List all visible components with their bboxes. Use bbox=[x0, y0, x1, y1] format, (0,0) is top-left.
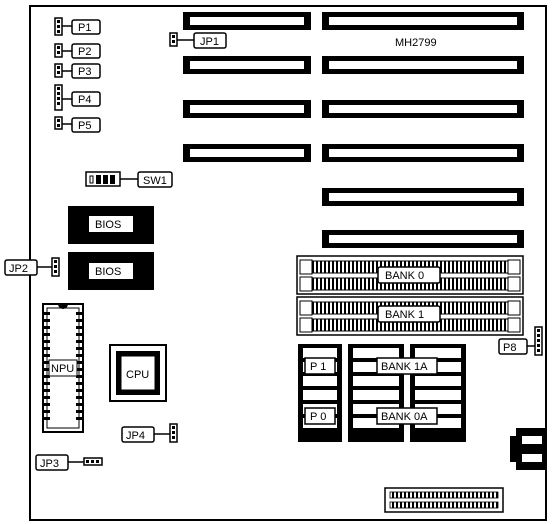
p2-label: P2 bbox=[78, 46, 91, 58]
keyboard-connector bbox=[510, 428, 546, 470]
jp3-label: JP3 bbox=[40, 458, 59, 470]
expansion-slot bbox=[322, 12, 524, 30]
bank1a-label: BANK 1A bbox=[381, 361, 428, 373]
jumper-jp2: JP2 bbox=[4, 257, 60, 277]
bios-bottom-label: BIOS bbox=[95, 266, 121, 278]
p1-label: P1 bbox=[78, 22, 91, 34]
p4-label: P4 bbox=[78, 94, 91, 106]
connector-p8: P8 bbox=[498, 326, 543, 356]
connector-p5: P5 bbox=[54, 116, 101, 133]
power-connector bbox=[384, 487, 504, 513]
expansion-slot bbox=[322, 100, 524, 118]
memory-chip-grid: P 1 BANK 1A P 0 BANK 0A bbox=[298, 344, 466, 442]
dip-switch-sw1: SW1 bbox=[85, 171, 173, 188]
expansion-slots-right bbox=[322, 12, 524, 248]
expansion-slot bbox=[322, 188, 524, 206]
expansion-slots-left bbox=[183, 12, 311, 162]
cpu-chip: CPU bbox=[109, 344, 167, 402]
npu-label: NPU bbox=[51, 363, 74, 375]
npu-socket: NPU bbox=[42, 303, 84, 433]
bios-top-label: BIOS bbox=[95, 219, 121, 231]
bios-chip-top: BIOS bbox=[68, 206, 154, 244]
simm-bank-1: BANK 1 bbox=[296, 296, 524, 336]
bank0-label: BANK 0 bbox=[385, 270, 424, 282]
connector-p1: P1 bbox=[54, 17, 101, 36]
jp2-label: JP2 bbox=[9, 263, 28, 275]
p0-sram-label: P 0 bbox=[310, 411, 326, 423]
jumper-jp4: JP4 bbox=[121, 423, 178, 443]
expansion-slot bbox=[322, 230, 524, 248]
simm-bank-0: BANK 0 bbox=[296, 255, 524, 295]
bios-chip-bottom: BIOS bbox=[68, 252, 154, 290]
jumper-jp1: JP1 bbox=[169, 32, 227, 49]
expansion-slot bbox=[322, 144, 524, 162]
connector-p2: P2 bbox=[54, 43, 101, 59]
expansion-slot bbox=[183, 100, 311, 118]
cpu-label: CPU bbox=[126, 369, 149, 381]
jumper-jp3: JP3 bbox=[35, 454, 103, 471]
p5-label: P5 bbox=[78, 120, 91, 132]
expansion-slot bbox=[322, 56, 524, 74]
connector-p4: P4 bbox=[54, 84, 101, 111]
sw1-label: SW1 bbox=[143, 175, 167, 187]
model-number: MH2799 bbox=[395, 37, 437, 49]
bank1-label: BANK 1 bbox=[385, 309, 424, 321]
jp4-label: JP4 bbox=[126, 430, 145, 442]
jp1-label: JP1 bbox=[200, 36, 219, 48]
connector-p3: P3 bbox=[54, 63, 101, 79]
expansion-slot bbox=[183, 144, 311, 162]
p8-label: P8 bbox=[503, 342, 516, 354]
bank0a-label: BANK 0A bbox=[381, 411, 428, 423]
p1-sram-label: P 1 bbox=[310, 361, 326, 373]
expansion-slot bbox=[183, 12, 311, 30]
expansion-slot bbox=[183, 56, 311, 74]
p3-label: P3 bbox=[78, 66, 91, 78]
